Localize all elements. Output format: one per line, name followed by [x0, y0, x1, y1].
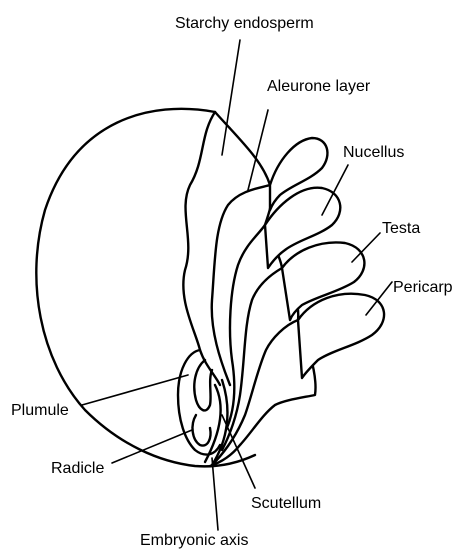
label-aleurone-layer: Aleurone layer: [267, 78, 371, 95]
label-nucellus: Nucellus: [343, 144, 404, 161]
label-scutellum: Scutellum: [251, 495, 321, 512]
leader-plumule: [82, 375, 188, 405]
leader-embryonic-axis: [212, 458, 218, 530]
leader-scutellum: [222, 415, 255, 488]
label-starchy-endosperm: Starchy endosperm: [175, 15, 314, 32]
leader-radicle: [112, 430, 192, 463]
grain-outline: [36, 109, 255, 467]
label-plumule: Plumule: [11, 402, 69, 419]
label-embryonic-axis: Embryonic axis: [140, 532, 248, 549]
label-testa: Testa: [382, 220, 420, 237]
leader-aleurone-layer: [248, 110, 268, 190]
label-radicle: Radicle: [51, 460, 104, 477]
endosperm-boundary: [183, 112, 220, 385]
label-pericarp: Pericarp: [393, 279, 453, 296]
pericarp-lobe: [298, 294, 384, 378]
embryonic-axis-lines: [205, 385, 221, 462]
radicle-shape: [193, 415, 211, 446]
aleurone-layer: [212, 112, 270, 385]
